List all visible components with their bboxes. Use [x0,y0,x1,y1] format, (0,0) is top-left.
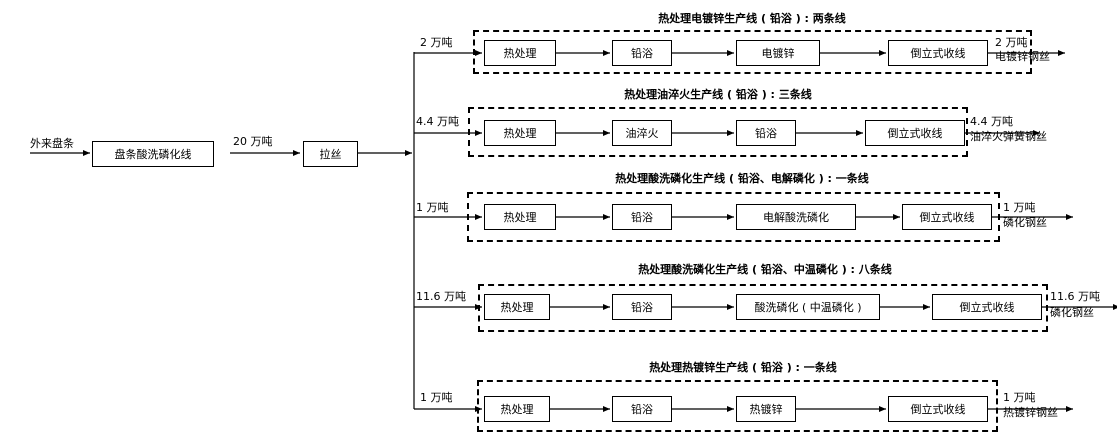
step-box: 铅浴 [612,396,672,422]
step-box: 酸洗磷化 ( 中温磷化 ) [736,294,880,320]
step-box: 电镀锌 [736,40,820,66]
step-box: 电解酸洗磷化 [736,204,856,230]
line-output-product: 油淬火弹簧钢丝 [970,130,1047,143]
step-box: 热处理 [484,396,550,422]
line-input-amount: 4.4 万吨 [416,115,459,128]
pre-amount-label: 20 万吨 [233,135,273,148]
line-title: 热处理电镀锌生产线 ( 铅浴 ) : 两条线 [658,12,846,25]
line-input-amount: 1 万吨 [416,201,449,214]
step-box: 倒立式收线 [865,120,965,146]
line-title: 热处理酸洗磷化生产线 ( 铅浴、中温磷化 ) : 八条线 [638,263,892,276]
line-title: 热处理酸洗磷化生产线 ( 铅浴、电解磷化 ) : 一条线 [615,172,869,185]
line-title: 热处理油淬火生产线 ( 铅浴 ) : 三条线 [624,88,812,101]
line-input-amount: 11.6 万吨 [416,290,466,303]
line-output-product: 磷化钢丝 [1003,216,1047,229]
line-frame [467,192,1000,242]
step-box: 倒立式收线 [888,40,988,66]
step-box: 热处理 [484,294,550,320]
line-output-amount: 1 万吨 [1003,201,1036,214]
step-box: 铅浴 [612,294,672,320]
drawing-box: 拉丝 [303,141,358,167]
line-frame [478,284,1048,332]
step-box: 铅浴 [612,204,672,230]
step-box: 铅浴 [736,120,796,146]
source-label: 外来盘条 [30,137,74,150]
line-frame [468,107,968,157]
line-output-amount: 4.4 万吨 [970,115,1013,128]
line-input-amount: 2 万吨 [420,36,453,49]
line-output-amount: 2 万吨 [995,36,1028,49]
line-output-product: 热镀锌钢丝 [1003,406,1058,419]
step-box: 热处理 [484,120,556,146]
line-frame [477,380,998,432]
step-box: 铅浴 [612,40,672,66]
line-output-amount: 11.6 万吨 [1050,290,1100,303]
line-output-product: 磷化钢丝 [1050,306,1094,319]
line-title: 热处理热镀锌生产线 ( 铅浴 ) : 一条线 [649,361,837,374]
step-box: 倒立式收线 [902,204,992,230]
line-output-product: 电镀锌钢丝 [995,50,1050,63]
step-box: 油淬火 [612,120,672,146]
pickling-line-box: 盘条酸洗磷化线 [92,141,214,167]
step-box: 倒立式收线 [932,294,1042,320]
line-output-amount: 1 万吨 [1003,391,1036,404]
line-input-amount: 1 万吨 [420,391,453,404]
line-frame [473,30,1032,74]
step-box: 热镀锌 [736,396,796,422]
step-box: 热处理 [484,40,556,66]
step-box: 倒立式收线 [888,396,988,422]
step-box: 热处理 [484,204,556,230]
